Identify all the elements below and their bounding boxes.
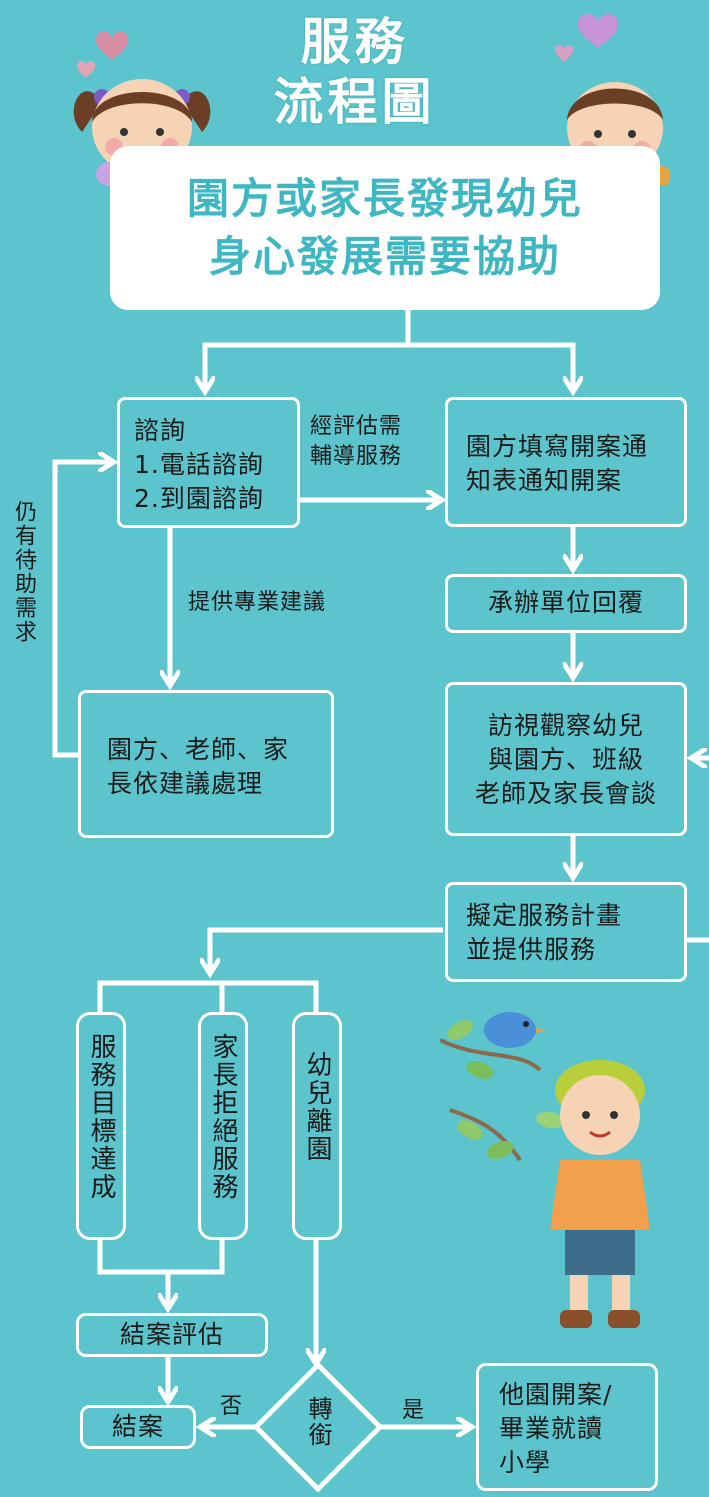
start-node: 園方或家長發現幼兒 身心發展需要協助 xyxy=(110,146,660,310)
visit-line-1: 訪視觀察幼兒 xyxy=(487,711,644,740)
parent-refuse-label: 家長拒絕服務 xyxy=(208,1033,238,1201)
child-leave-label: 幼兒離園 xyxy=(302,1051,332,1163)
plan-line-1: 擬定服務計畫 xyxy=(466,901,623,930)
reply-node: 承辦單位回覆 xyxy=(445,574,687,633)
no-text: 否 xyxy=(220,1394,244,1419)
close-label: 結案 xyxy=(111,1412,164,1441)
consult-line-3: 2.到園諮詢 xyxy=(134,484,264,513)
child-leave-node: 幼兒離園 xyxy=(292,1012,342,1240)
need-service-line-2: 輔導服務 xyxy=(310,444,403,469)
consult-line-2: 1.電話諮詢 xyxy=(134,450,264,479)
need-service-line-1: 經評估需 xyxy=(310,414,403,439)
still-need-text: 仍有待助需求 xyxy=(11,500,36,644)
edge-label-yes: 是 xyxy=(402,1396,425,1426)
edge-label-need-service: 經評估需 輔導服務 xyxy=(310,412,402,472)
connector-merge xyxy=(97,1240,225,1275)
plan-line-2: 並提供服務 xyxy=(466,935,597,964)
connector-plan-to-branches xyxy=(210,927,443,972)
consult-node: 諮詢 1.電話諮詢 2.到園諮詢 xyxy=(117,397,300,528)
open-case-line-2: 知表通知開案 xyxy=(466,466,623,495)
open-case-node: 園方填寫開案通 知表通知開案 xyxy=(445,397,687,527)
start-node-line-1: 園方或家長發現幼兒 xyxy=(186,174,583,223)
follow-advice-line-1: 園方、老師、家 xyxy=(107,735,290,764)
goal-reached-node: 服務目標達成 xyxy=(76,1012,126,1240)
other-school-line-2: 畢業就讀 xyxy=(499,1414,604,1443)
connector-hero-right xyxy=(408,342,573,390)
edge-label-still-need: 仍有待助需求 xyxy=(10,500,36,651)
follow-advice-node: 園方、老師、家 長依建議處理 xyxy=(78,690,334,838)
child-with-bird-illustration xyxy=(440,1012,650,1328)
heart-icon xyxy=(76,31,129,78)
other-school-line-3: 小學 xyxy=(499,1448,552,1477)
close-eval-label: 結案評估 xyxy=(119,1320,224,1349)
consult-line-1: 諮詢 xyxy=(134,416,187,445)
connector-branch-bar xyxy=(97,980,319,1012)
title-line-2: 流程圖 xyxy=(273,72,436,131)
other-school-node: 他園開案/ 畢業就讀 小學 xyxy=(476,1363,658,1491)
referral-label: 轉銜 xyxy=(301,1396,335,1455)
open-case-line-1: 園方填寫開案通 xyxy=(466,432,649,461)
referral-text: 轉銜 xyxy=(304,1396,332,1448)
visit-node: 訪視觀察幼兒 與園方、班級 老師及家長會談 xyxy=(445,682,687,836)
visit-line-3: 老師及家長會談 xyxy=(474,779,657,808)
connector-still-need xyxy=(52,462,112,758)
edge-label-advice: 提供專業建議 xyxy=(188,588,326,618)
advice-text: 提供專業建議 xyxy=(188,590,327,615)
other-school-line-1: 他園開案/ xyxy=(499,1380,613,1409)
page-title: 服務 流程圖 xyxy=(0,12,709,132)
close-eval-node: 結案評估 xyxy=(76,1313,268,1357)
reply-line-1: 承辦單位回覆 xyxy=(487,588,644,617)
start-node-line-2: 身心發展需要協助 xyxy=(208,232,561,281)
title-line-1: 服務 xyxy=(300,12,409,71)
edge-label-no: 否 xyxy=(220,1392,243,1422)
follow-advice-line-2: 長依建議處理 xyxy=(107,769,264,798)
yes-text: 是 xyxy=(402,1398,426,1423)
close-node: 結案 xyxy=(80,1405,196,1449)
visit-line-2: 與園方、班級 xyxy=(487,745,644,774)
connector-hero-split xyxy=(205,310,411,390)
parent-refuse-node: 家長拒絕服務 xyxy=(198,1012,248,1240)
plan-node: 擬定服務計畫 並提供服務 xyxy=(445,882,687,982)
referral-diamond xyxy=(252,1361,384,1493)
goal-reached-label: 服務目標達成 xyxy=(86,1033,116,1201)
heart-icon xyxy=(554,13,619,62)
